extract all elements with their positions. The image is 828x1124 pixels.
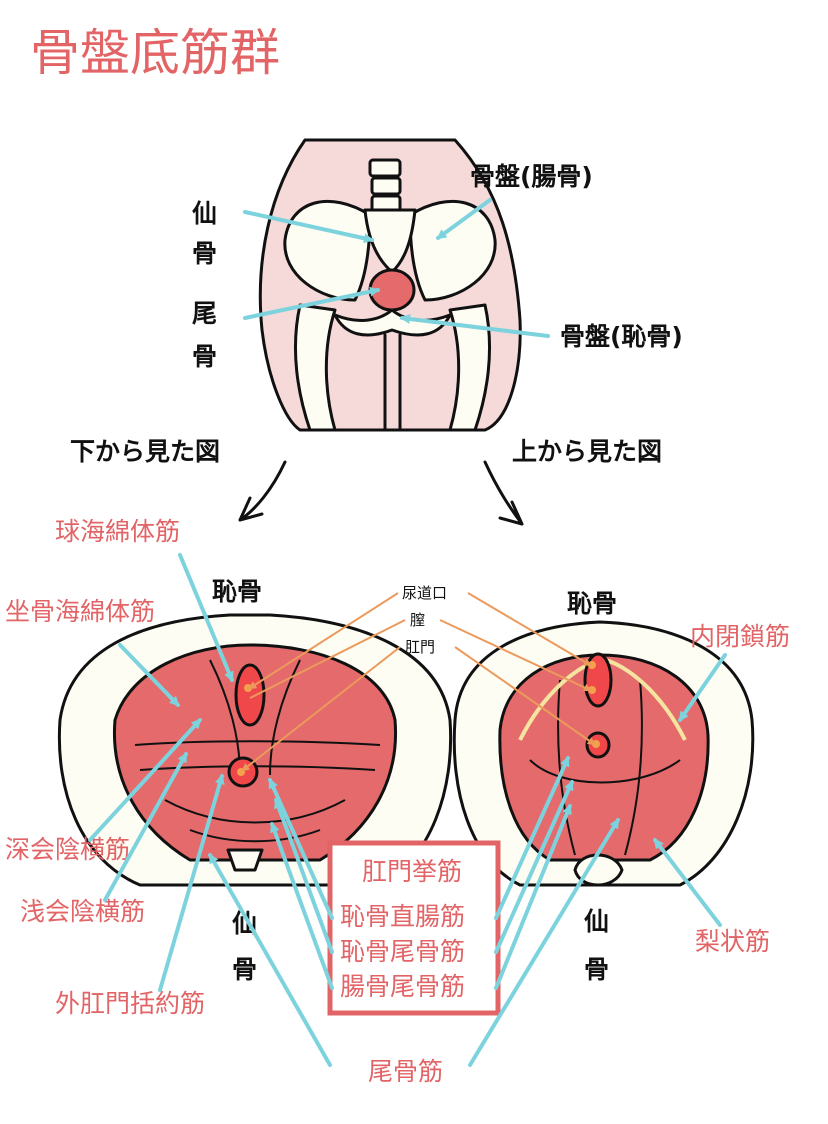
label-pubis: 骨盤(恥骨) xyxy=(560,322,683,351)
label-sacrum-1: 仙 xyxy=(192,199,217,228)
label-sacrum-2: 骨 xyxy=(192,239,217,268)
femur-left xyxy=(293,303,337,432)
coccyx-top-right xyxy=(573,853,624,887)
pelvic-floor-top-view xyxy=(452,620,755,887)
lumbar-spine xyxy=(368,158,402,214)
label-coccygeus: 尾骨筋 xyxy=(368,1057,443,1086)
muscle-area-left xyxy=(112,643,398,862)
label-external-sphincter: 外肛門括約筋 xyxy=(55,989,205,1018)
levator-ani-box: 肛門挙筋 恥骨直腸筋 恥骨尾骨筋 腸骨尾骨筋 xyxy=(327,840,501,1016)
label-urethral-opening: 尿道口 xyxy=(402,584,447,602)
label-piriformis: 梨状筋 xyxy=(695,927,770,956)
opening-leader-lines xyxy=(241,592,596,772)
center-line xyxy=(383,333,402,432)
ilium-right xyxy=(408,199,497,302)
label-anus: 肛門 xyxy=(405,638,435,656)
arrow-top-view xyxy=(483,460,524,526)
urethra-vagina-right xyxy=(583,652,613,708)
urethra-vagina-left xyxy=(234,663,266,727)
label-vagina: 膣 xyxy=(410,611,425,629)
pelvis-front-illustration xyxy=(258,138,522,432)
label-bulbospongiosus: 球海綿体筋 xyxy=(55,517,180,546)
label-superficial-transverse: 浅会陰横筋 xyxy=(20,897,145,926)
caption-bottom-view: 下から見た図 xyxy=(70,437,220,466)
arrow-bottom-view xyxy=(238,460,287,522)
caption-top-view: 上から見た図 xyxy=(512,437,662,466)
label-coccyx-1: 尾 xyxy=(192,299,217,328)
levator-ani-title: 肛門挙筋 xyxy=(362,857,462,886)
coccyx-bottom-left xyxy=(226,848,264,872)
right-label-sacrum-2: 骨 xyxy=(584,955,609,984)
muscle-area-right xyxy=(498,653,710,862)
right-label-pubis: 恥骨 xyxy=(567,589,617,618)
left-label-sacrum-2: 骨 xyxy=(232,955,257,984)
label-ilium: 骨盤(腸骨) xyxy=(470,162,593,191)
muscle-leader-lines xyxy=(88,553,727,1067)
levator-item-iliococcygeus: 腸骨尾骨筋 xyxy=(340,972,465,1001)
label-obturator-internus: 内閉鎖筋 xyxy=(690,622,790,651)
levator-item-pubococcygeus: 恥骨尾骨筋 xyxy=(340,937,465,966)
label-coccyx-2: 骨 xyxy=(192,342,217,371)
femur-right xyxy=(448,303,492,432)
levator-item-puborectalis: 恥骨直腸筋 xyxy=(340,902,465,931)
label-deep-transverse: 深会陰横筋 xyxy=(5,835,130,864)
page-title: 骨盤底筋群 xyxy=(30,24,280,82)
left-label-pubis: 恥骨 xyxy=(212,577,262,606)
top-leader-lines xyxy=(243,198,550,338)
right-label-sacrum-1: 仙 xyxy=(584,907,609,936)
label-ischiocavernosus: 坐骨海綿体筋 xyxy=(5,597,155,626)
